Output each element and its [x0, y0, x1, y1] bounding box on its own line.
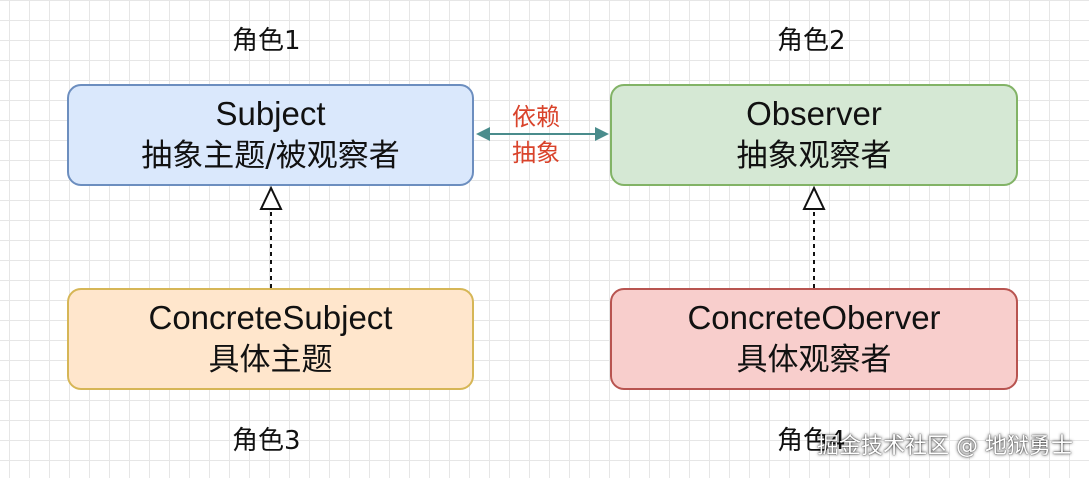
subject-subtitle: 抽象主题/被观察者 [141, 138, 400, 174]
role-label-2: 角色2 [777, 26, 846, 56]
concrete-subject-node: ConcreteSubject 具体主题 [67, 288, 474, 390]
role-label-3: 角色3 [232, 426, 301, 456]
role-label-1: 角色1 [232, 26, 301, 56]
dependency-arrowhead-left [476, 127, 490, 141]
realization-arrowhead-subject [259, 185, 283, 210]
concrete-subject-title: ConcreteSubject [148, 299, 393, 336]
watermark: 掘金技术社区 @ 地狱勇士 [817, 434, 1073, 459]
subject-title: Subject [215, 95, 326, 132]
subject-node: Subject 抽象主题/被观察者 [67, 84, 474, 186]
observer-subtitle: 抽象观察者 [736, 138, 892, 174]
realization-arrowhead-observer [802, 185, 826, 210]
dependency-label-line2: 抽象 [512, 139, 560, 167]
observer-node: Observer 抽象观察者 [610, 84, 1018, 186]
observer-title: Observer [746, 95, 882, 132]
dependency-label-line1: 依赖 [512, 103, 560, 131]
concrete-observer-subtitle: 具体观察者 [736, 342, 892, 378]
concrete-subject-subtitle: 具体主题 [208, 342, 333, 378]
concrete-observer-node: ConcreteOberver 具体观察者 [610, 288, 1018, 390]
role-label-4: 角色4 [777, 426, 846, 456]
dependency-arrowhead-right [595, 127, 609, 141]
concrete-observer-title: ConcreteOberver [687, 299, 941, 336]
